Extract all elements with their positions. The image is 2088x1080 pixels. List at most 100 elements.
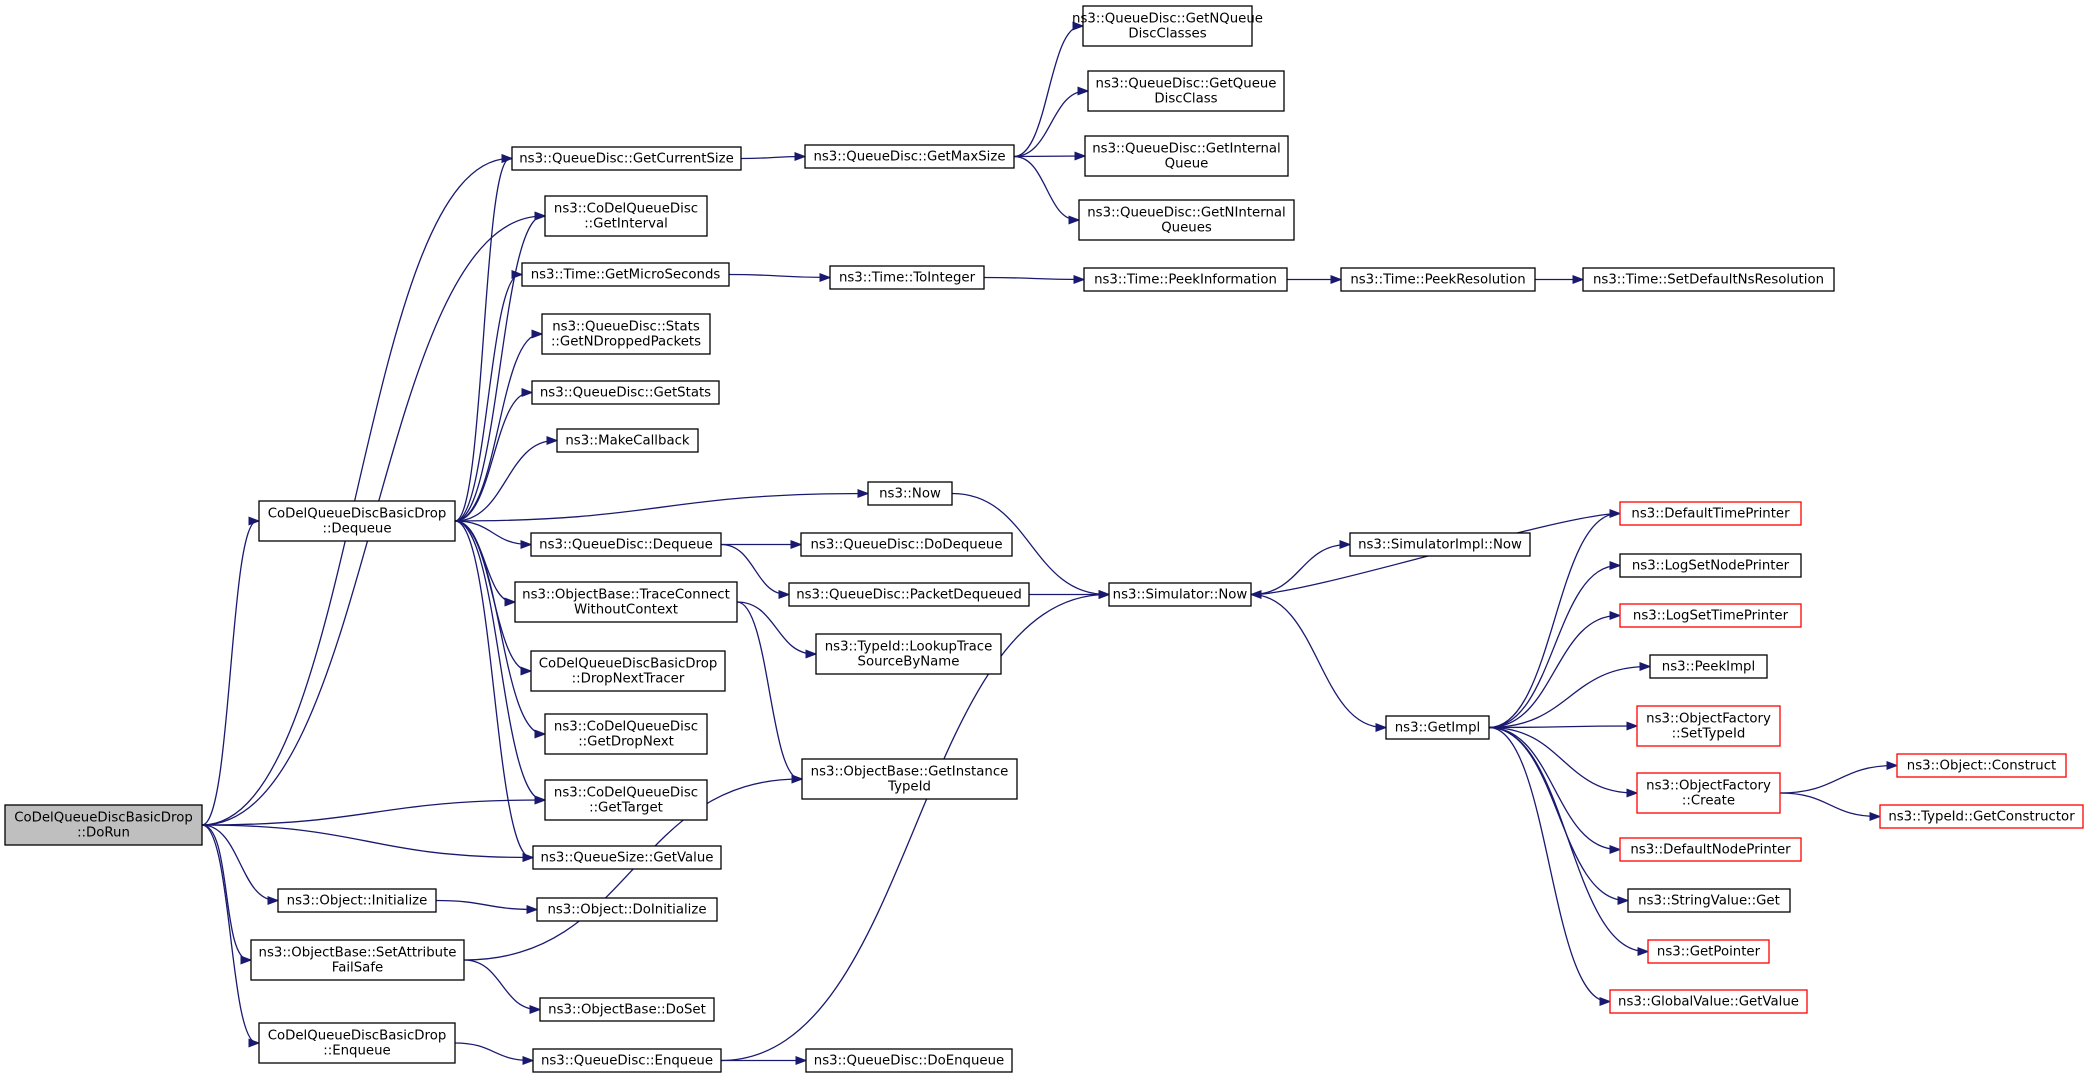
node-logsetnodeprinter[interactable]: ns3::LogSetNodePrinter [1619,553,1802,578]
node-box-peekimpl[interactable] [1649,654,1768,679]
node-box-qd_dodequeue[interactable] [800,532,1013,557]
node-box-now[interactable] [867,481,953,506]
node-getstats[interactable]: ns3::QueueDisc::GetStats [531,380,720,405]
node-simimplnow[interactable]: ns3::SimulatorImpl::Now [1349,532,1531,557]
node-qd_doenqueue[interactable]: ns3::QueueDisc::DoEnqueue [805,1048,1013,1073]
node-getcursize[interactable]: ns3::QueueDisc::GetCurrentSize [511,146,742,171]
node-box-getstats[interactable] [531,380,720,405]
node-pktdequeued[interactable]: ns3::QueueDisc::PacketDequeued [788,582,1030,607]
node-box-qd_dequeue[interactable] [530,532,722,557]
node-ofcreate[interactable]: ns3::ObjectFactory::Create [1636,772,1781,814]
node-qd_enqueue[interactable]: ns3::QueueDisc::Enqueue [532,1048,722,1073]
node-makecallback[interactable]: ns3::MakeCallback [556,428,699,453]
node-box-getinterval[interactable] [544,195,708,237]
node-box-dequeue_bd[interactable] [258,500,456,542]
node-box-setdefres[interactable] [1582,267,1835,292]
node-box-gvgetvalue[interactable] [1609,989,1808,1014]
node-box-ofsettypeid[interactable] [1636,705,1781,747]
node-box-qd_doenqueue[interactable] [805,1048,1013,1073]
node-box-getinstancetypeid[interactable] [801,758,1018,800]
node-box-enqueue_bd[interactable] [258,1022,456,1064]
node-box-getdropnext[interactable] [544,713,708,755]
node-getmaxsize[interactable]: ns3::QueueDisc::GetMaxSize [804,144,1015,169]
node-now[interactable]: ns3::Now [867,481,953,506]
node-defnodeprinter[interactable]: ns3::DefaultNodePrinter [1619,837,1802,862]
node-box-getconstructor[interactable] [1879,804,2084,829]
node-objconstruct[interactable]: ns3::Object::Construct [1896,753,2067,778]
node-getdropnext[interactable]: ns3::CoDelQueueDisc::GetDropNext [544,713,708,755]
node-box-getqdc[interactable] [1087,70,1285,112]
node-qsgetvalue[interactable]: ns3::QueueSize::GetValue [532,845,722,870]
node-box-doinit[interactable] [536,897,718,922]
node-getconstructor[interactable]: ns3::TypeId::GetConstructor [1879,804,2084,829]
node-peekres[interactable]: ns3::Time::PeekResolution [1340,267,1536,292]
node-peekimpl[interactable]: ns3::PeekImpl [1649,654,1768,679]
node-box-strvalget[interactable] [1627,888,1791,913]
node-traceconnect[interactable]: ns3::ObjectBase::TraceConnectWithoutCont… [514,581,738,623]
node-doset[interactable]: ns3::ObjectBase::DoSet [539,997,715,1022]
node-box-getintq[interactable] [1084,135,1289,177]
node-deftimeprinter[interactable]: ns3::DefaultTimePrinter [1619,501,1802,526]
node-gettarget[interactable]: ns3::CoDelQueueDisc::GetTarget [544,779,708,821]
node-box-getmaxsize[interactable] [804,144,1015,169]
node-box-dorun[interactable] [4,804,203,846]
node-strvalget[interactable]: ns3::StringValue::Get [1627,888,1791,913]
node-getndropped[interactable]: ns3::QueueDisc::Stats::GetNDroppedPacket… [541,313,711,355]
node-objinit[interactable]: ns3::Object::Initialize [277,888,437,913]
node-ofsettypeid[interactable]: ns3::ObjectFactory::SetTypeId [1636,705,1781,747]
node-box-objinit[interactable] [277,888,437,913]
node-box-lookuptrace[interactable] [815,633,1002,675]
node-box-doset[interactable] [539,997,715,1022]
node-box-peekinfo[interactable] [1083,267,1288,292]
node-box-logsettimeprinter[interactable] [1619,603,1802,628]
node-box-gettarget[interactable] [544,779,708,821]
node-getinterval[interactable]: ns3::CoDelQueueDisc::GetInterval [544,195,708,237]
node-box-tointeger[interactable] [829,265,985,290]
node-peekinfo[interactable]: ns3::Time::PeekInformation [1083,267,1288,292]
node-gvgetvalue[interactable]: ns3::GlobalValue::GetValue [1609,989,1808,1014]
node-getimpl[interactable]: ns3::GetImpl [1385,715,1490,740]
node-box-dropnexttracer[interactable] [530,650,726,692]
node-box-getndropped[interactable] [541,313,711,355]
node-box-deftimeprinter[interactable] [1619,501,1802,526]
node-box-getmicro[interactable] [521,262,730,287]
node-box-getimpl[interactable] [1385,715,1490,740]
node-box-simimplnow[interactable] [1349,532,1531,557]
node-box-getnqdc[interactable] [1082,5,1253,47]
node-enqueue_bd[interactable]: CoDelQueueDiscBasicDrop::Enqueue [258,1022,456,1064]
node-box-qsgetvalue[interactable] [532,845,722,870]
node-box-logsetnodeprinter[interactable] [1619,553,1802,578]
node-box-traceconnect[interactable] [514,581,738,623]
node-box-setattrfs[interactable] [250,939,465,981]
node-box-ofcreate[interactable] [1636,772,1781,814]
node-dropnexttracer[interactable]: CoDelQueueDiscBasicDrop::DropNextTracer [530,650,726,692]
node-box-pktdequeued[interactable] [788,582,1030,607]
node-box-getnintq[interactable] [1078,199,1295,241]
node-box-peekres[interactable] [1340,267,1536,292]
node-dorun[interactable]: CoDelQueueDiscBasicDrop::DoRun [4,804,203,846]
node-qd_dodequeue[interactable]: ns3::QueueDisc::DoDequeue [800,532,1013,557]
node-box-getpointer[interactable] [1647,939,1770,964]
node-getmicro[interactable]: ns3::Time::GetMicroSeconds [521,262,730,287]
node-setdefres[interactable]: ns3::Time::SetDefaultNsResolution [1582,267,1835,292]
node-box-qd_enqueue[interactable] [532,1048,722,1073]
node-simnow[interactable]: ns3::Simulator::Now [1108,582,1252,607]
node-doinit[interactable]: ns3::Object::DoInitialize [536,897,718,922]
node-box-defnodeprinter[interactable] [1619,837,1802,862]
node-box-getcursize[interactable] [511,146,742,171]
node-box-simnow[interactable] [1108,582,1252,607]
node-tointeger[interactable]: ns3::Time::ToInteger [829,265,985,290]
node-dequeue_bd[interactable]: CoDelQueueDiscBasicDrop::Dequeue [258,500,456,542]
node-box-makecallback[interactable] [556,428,699,453]
node-logsettimeprinter[interactable]: ns3::LogSetTimePrinter [1619,603,1802,628]
node-qd_dequeue[interactable]: ns3::QueueDisc::Dequeue [530,532,722,557]
node-box-objconstruct[interactable] [1896,753,2067,778]
node-getpointer[interactable]: ns3::GetPointer [1647,939,1770,964]
